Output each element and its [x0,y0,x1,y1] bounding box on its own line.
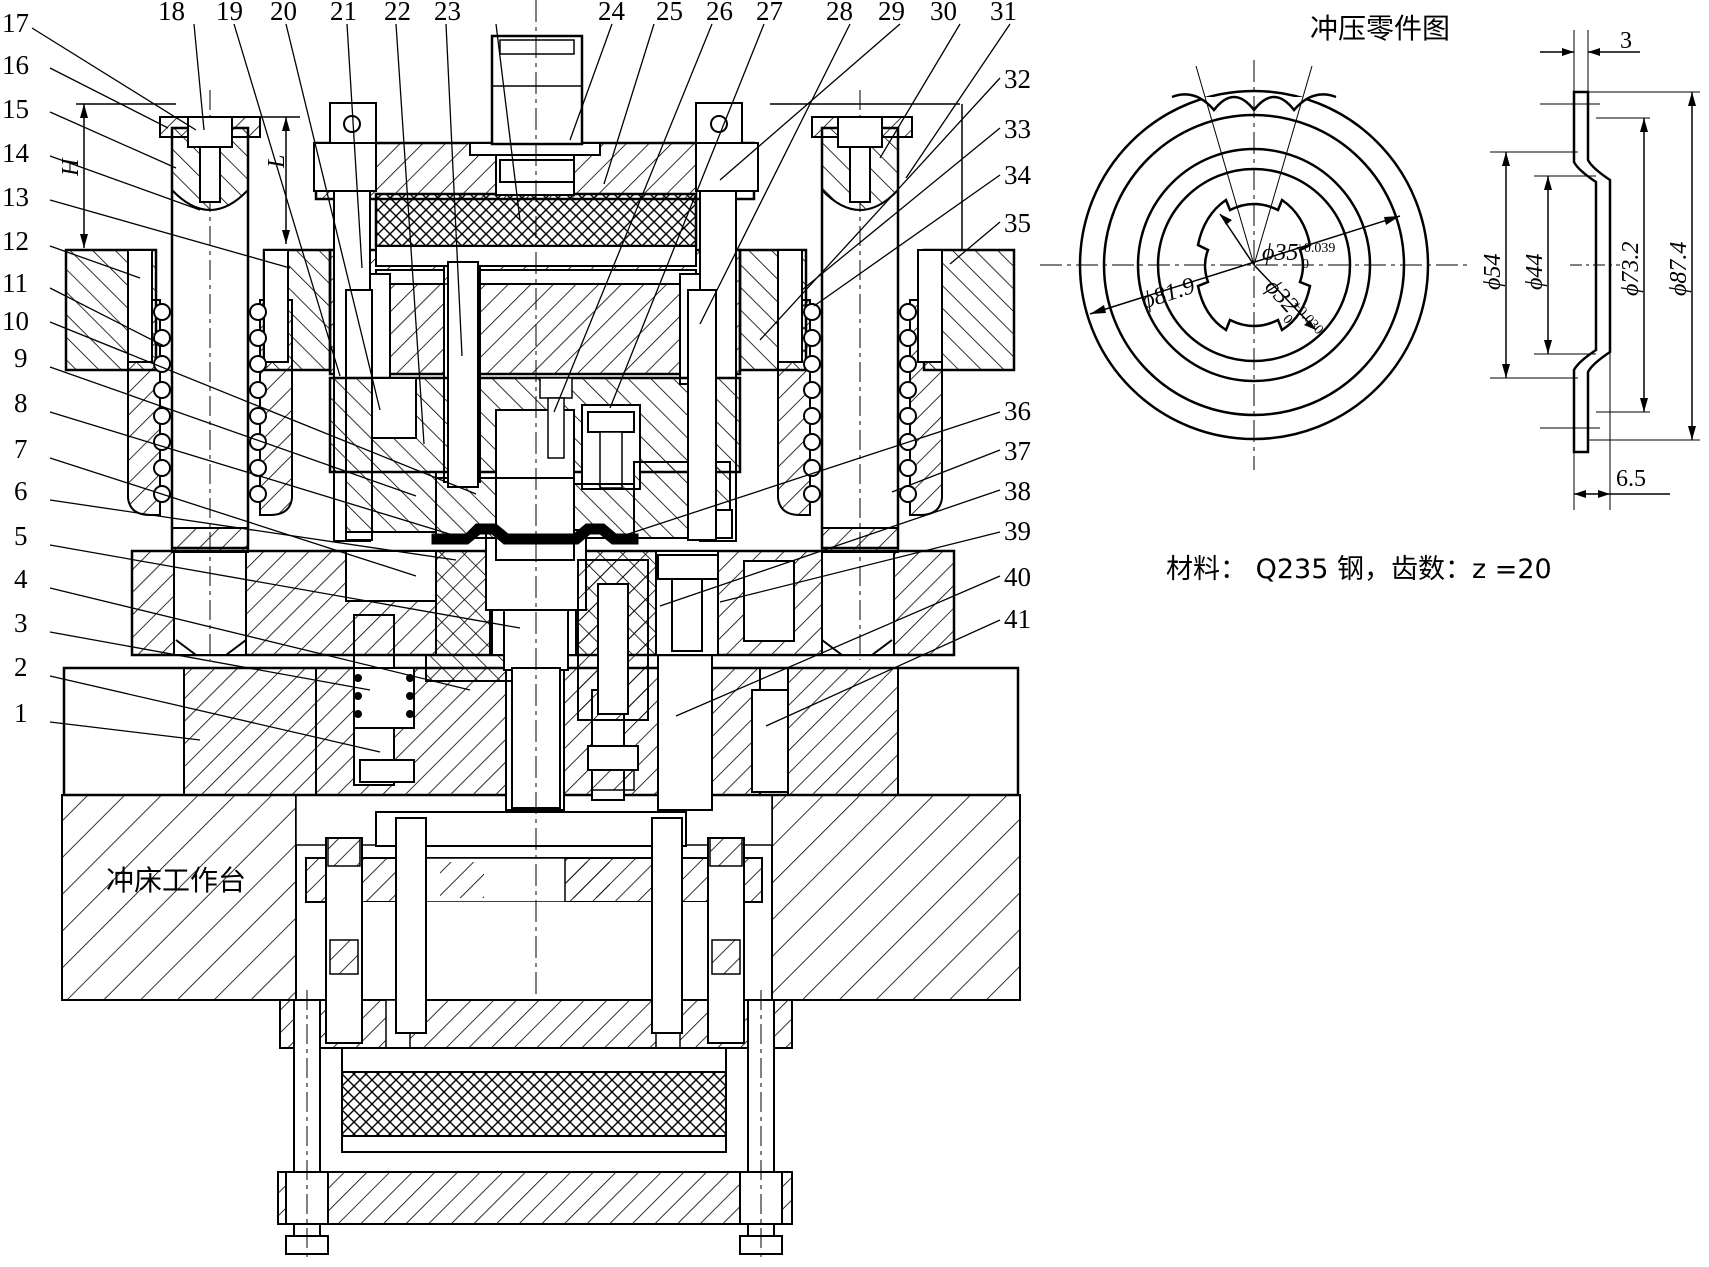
material-note: 材料： Q235 钢，齿数：z =20 [1166,554,1552,585]
callout-24: 24 [598,0,626,26]
callout-10: 10 [2,306,29,336]
callout-12: 12 [2,226,29,256]
dim-87-4: ϕ87.4 [1666,242,1692,296]
callout-26: 26 [706,0,733,26]
callout-30: 30 [930,0,957,26]
callout-29: 29 [878,0,905,26]
callout-4: 4 [14,564,28,594]
svg-text:H: H [58,157,84,177]
dim-35-tol-upper: +0.039 [1296,241,1335,256]
callout-38: 38 [1004,476,1031,506]
dim-44: ϕ44 [1522,254,1548,290]
rubber-cushion-assembly [277,990,793,1260]
guide-post-left [64,90,332,660]
callout-33: 33 [1004,114,1031,144]
dim-3: 3 [1620,28,1632,54]
callout-32: 32 [1004,64,1031,94]
press-table [61,794,1021,1001]
callout-31: 31 [990,0,1017,26]
press-table-label: 冲床工作台 [106,864,246,897]
callout-23: 23 [434,0,461,26]
callout-3: 3 [14,608,28,638]
callout-2: 2 [14,652,28,682]
part-section-view-labels: 3 ϕ54 ϕ44 ϕ73.2 ϕ87.4 6.5 [1480,28,1692,492]
dim-73-2: ϕ73.2 [1618,242,1644,296]
dim-35: ϕ35 [1262,240,1298,266]
part-front-view [1040,60,1470,470]
workpiece-strip [431,523,639,545]
callout-13: 13 [2,182,29,212]
dim-54: ϕ54 [1480,254,1506,290]
callout-40: 40 [1004,562,1031,592]
spring [353,667,415,729]
callout-17: 17 [2,8,29,38]
callout-41: 41 [1004,604,1031,634]
guide-pin-right [687,289,717,541]
guide-pin-left [447,261,479,488]
part-section-view [1490,30,1700,510]
part-drawing-title: 冲压零件图 [1310,12,1450,45]
guide-post-right [738,90,1016,660]
callout-20: 20 [270,0,297,26]
callout-11: 11 [2,268,28,298]
callout-35: 35 [1004,208,1031,238]
die-shank [490,34,584,183]
callout-21: 21 [330,0,357,26]
callout-1: 1 [14,698,28,728]
callout-7: 7 [14,434,28,464]
lower-die-shoe [62,614,1020,811]
callout-18: 18 [158,0,185,26]
dimension-frame-right [770,103,963,250]
callout-15: 15 [2,94,29,124]
callout-9: 9 [14,343,28,373]
callout-36: 36 [1004,396,1031,426]
callout-numbers: 1 2 3 4 5 6 7 8 9 10 11 12 13 14 15 16 1… [2,0,1032,728]
callout-5: 5 [14,521,28,551]
callout-27: 27 [756,0,783,26]
leader-lines [31,23,1011,753]
callout-8: 8 [14,388,28,418]
callout-39: 39 [1004,516,1031,546]
callout-22: 22 [384,0,411,26]
callout-6: 6 [14,476,28,506]
dim-6-5: 6.5 [1616,466,1646,492]
ejector-rods [325,817,745,1044]
callout-14: 14 [2,138,30,168]
dim-35-tol-lower: 0 [1302,257,1309,272]
callout-19: 19 [216,0,243,26]
callout-28: 28 [826,0,853,26]
callout-16: 16 [2,50,29,80]
callout-37: 37 [1004,436,1031,466]
callout-34: 34 [1004,160,1032,190]
dimension-H: H [58,103,176,248]
dimension-L: L [240,116,300,244]
callout-25: 25 [656,0,683,26]
svg-text:L: L [264,155,290,169]
